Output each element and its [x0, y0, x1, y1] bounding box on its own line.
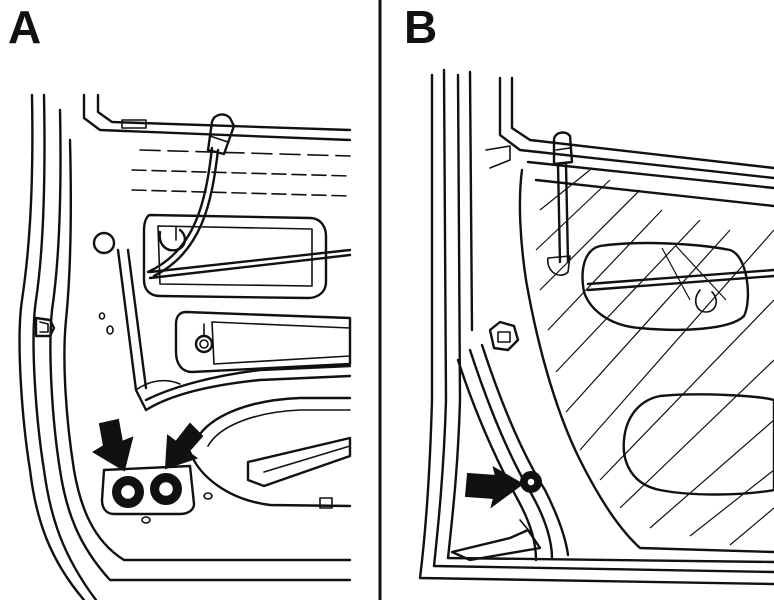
arrow-icon: [164, 422, 204, 470]
panel-label-a: A: [8, 1, 42, 53]
bolt-b: [520, 471, 542, 493]
panel-b-door-with-glass: [418, 68, 774, 586]
panel-a-door-inner: [18, 93, 352, 600]
bolt-left: [112, 476, 144, 508]
panel-label-b: B: [404, 1, 438, 53]
bolt-right: [150, 473, 182, 505]
arrow-icon: [464, 465, 524, 509]
arrow-icon: [92, 418, 134, 472]
